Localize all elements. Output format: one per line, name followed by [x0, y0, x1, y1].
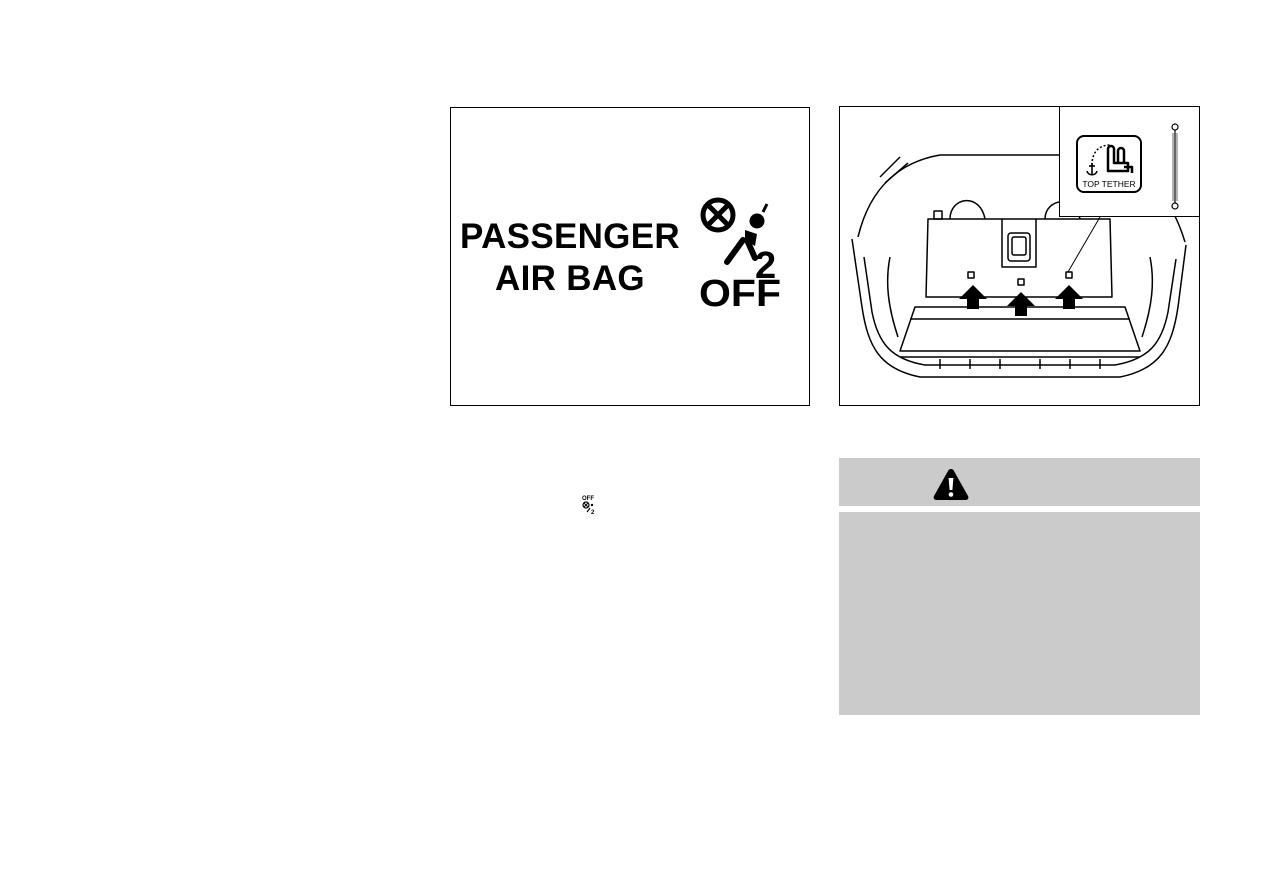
passenger-airbag-figure: PASSENGER AIR BAG 2 OFF: [450, 107, 810, 406]
svg-text:2: 2: [591, 510, 595, 516]
symbol-off-text: OFF: [699, 273, 781, 308]
warning-box: [839, 458, 1200, 715]
cargo-area-illustration: [851, 154, 1187, 378]
label-line-1: PASSENGER: [460, 217, 680, 256]
top-tether-figure: TOP TETHER: [839, 106, 1200, 406]
tether-strap-icon: [1171, 123, 1179, 210]
indicator-off-text: OFF: [582, 496, 594, 502]
passenger-airbag-label: PASSENGER AIR BAG: [451, 216, 689, 300]
passenger-airbag-off-icon: 2 OFF: [699, 197, 781, 308]
top-tether-anchor-icon: [1086, 144, 1134, 176]
top-tether-callout: TOP TETHER: [1059, 107, 1199, 217]
top-tether-label: TOP TETHER: [1082, 179, 1136, 189]
seat-number: 2: [755, 245, 776, 287]
passenger-airbag-off-indicator-icon: OFF 2: [582, 496, 595, 516]
warning-triangle-icon: [933, 469, 969, 500]
warning-body: [839, 512, 1200, 715]
top-tether-badge: TOP TETHER: [1076, 135, 1142, 193]
warning-header: [839, 458, 1200, 506]
label-line-2: AIR BAG: [495, 259, 645, 298]
